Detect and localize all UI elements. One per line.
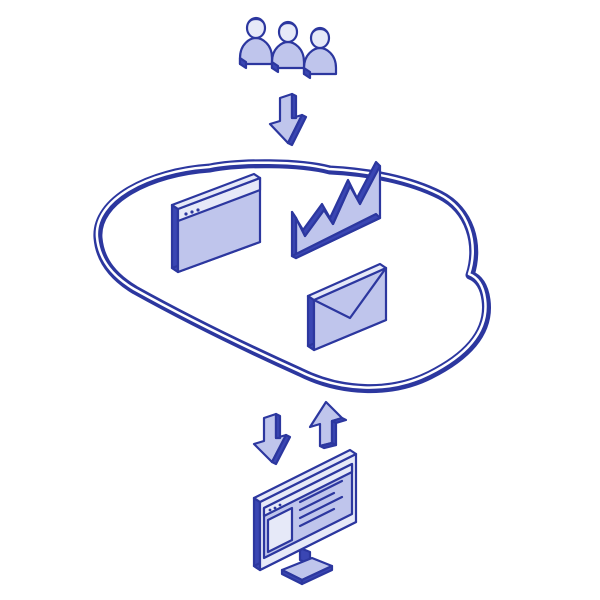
window-dot-icon: [184, 212, 187, 215]
cloud-outline: [97, 163, 487, 389]
user-icon: [240, 18, 272, 68]
desktop-monitor-icon: [254, 450, 356, 584]
window-dot-icon: [190, 210, 193, 213]
user-icon: [304, 28, 336, 78]
window-dot-icon: [196, 208, 199, 211]
user-icon: [272, 22, 304, 72]
browser-window-icon: [172, 174, 260, 272]
window-dot-icon: [279, 504, 282, 507]
users-group-icon: [240, 18, 336, 78]
arrow-down-icon: [270, 94, 306, 145]
window-dot-icon: [269, 509, 272, 512]
download-arrow-icon: [254, 414, 290, 464]
envelope-icon: [308, 264, 386, 350]
window-dot-icon: [274, 507, 277, 510]
upload-arrow-icon: [310, 402, 346, 448]
